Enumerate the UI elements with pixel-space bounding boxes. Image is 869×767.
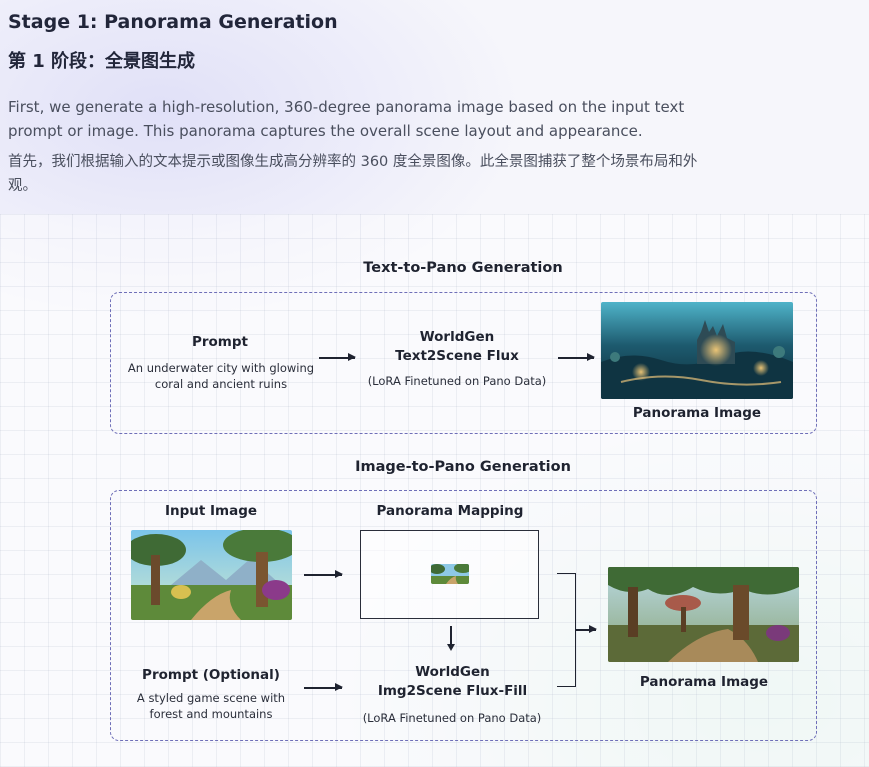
i2p-prompt-label: Prompt (Optional) xyxy=(142,667,280,683)
t2p-arrow-1 xyxy=(319,354,356,360)
section-heading-en: Stage 1: Panorama Generation xyxy=(8,11,338,33)
i2p-mapping-label: Panorama Mapping xyxy=(376,503,524,519)
i2p-arrow-image xyxy=(304,571,343,577)
t2p-prompt-text: An underwater city with glowing coral an… xyxy=(127,361,315,391)
i2p-output-label: Panorama Image xyxy=(639,674,769,690)
description-en: First, we generate a high-resolution, 36… xyxy=(8,98,685,140)
i2p-arrow-down xyxy=(450,626,452,646)
t2p-prompt-label: Prompt xyxy=(191,334,248,350)
underwater-panorama-image xyxy=(601,302,793,399)
forest-input-image xyxy=(131,530,292,620)
t2p-model-line2: Text2Scene Flux xyxy=(395,348,519,364)
t2p-box xyxy=(110,292,817,434)
i2p-model-line1: WorldGen xyxy=(415,664,490,680)
i2p-input-label: Input Image xyxy=(164,503,258,519)
forest-panorama-image xyxy=(608,567,799,662)
i2p-arrow-down-head xyxy=(446,644,455,651)
merge-bracket xyxy=(557,573,576,687)
i2p-model-note: (LoRA Finetuned on Pano Data) xyxy=(362,711,542,725)
t2p-arrow-2 xyxy=(558,354,595,360)
i2p-title: Image-to-Pano Generation xyxy=(355,459,571,475)
i2p-model-line2: Img2Scene Flux-Fill xyxy=(377,683,528,699)
t2p-title: Text-to-Pano Generation xyxy=(363,260,563,276)
i2p-arrow-output xyxy=(576,626,597,632)
t2p-output-label: Panorama Image xyxy=(632,405,762,421)
mapped-thumbnail-image xyxy=(431,564,469,584)
panorama-mapping-canvas xyxy=(360,530,539,619)
pipeline-diagram: Text-to-Pano Generation Prompt An underw… xyxy=(0,214,869,767)
i2p-prompt-text: A styled game scene with forest and moun… xyxy=(136,691,286,721)
description-zh: 首先，我们根据输入的文本提示或图像生成高分辨率的 360 度全景图像。此全景图捕… xyxy=(8,154,698,194)
t2p-model-note: (LoRA Finetuned on Pano Data) xyxy=(367,374,547,388)
t2p-model-line1: WorldGen xyxy=(419,329,495,345)
i2p-arrow-prompt xyxy=(304,684,343,690)
i2p-box xyxy=(110,490,817,741)
section-heading-zh: 第 1 阶段：全景图生成 xyxy=(8,51,196,72)
